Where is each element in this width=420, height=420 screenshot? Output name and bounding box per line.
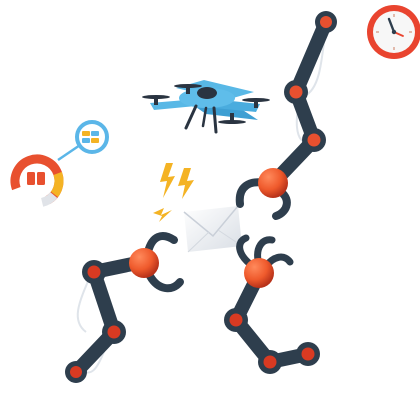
drone-icon	[142, 80, 270, 134]
robotic-arm-top	[235, 11, 337, 220]
mini-chart-card-icon	[75, 120, 109, 154]
robotic-arm-left	[65, 232, 184, 383]
envelope-icon	[183, 205, 243, 253]
robotic-arm-right	[224, 234, 320, 374]
lightning-bolt-icon	[153, 163, 194, 222]
clock-icon	[367, 5, 420, 59]
donut-chart-icon	[10, 139, 87, 208]
